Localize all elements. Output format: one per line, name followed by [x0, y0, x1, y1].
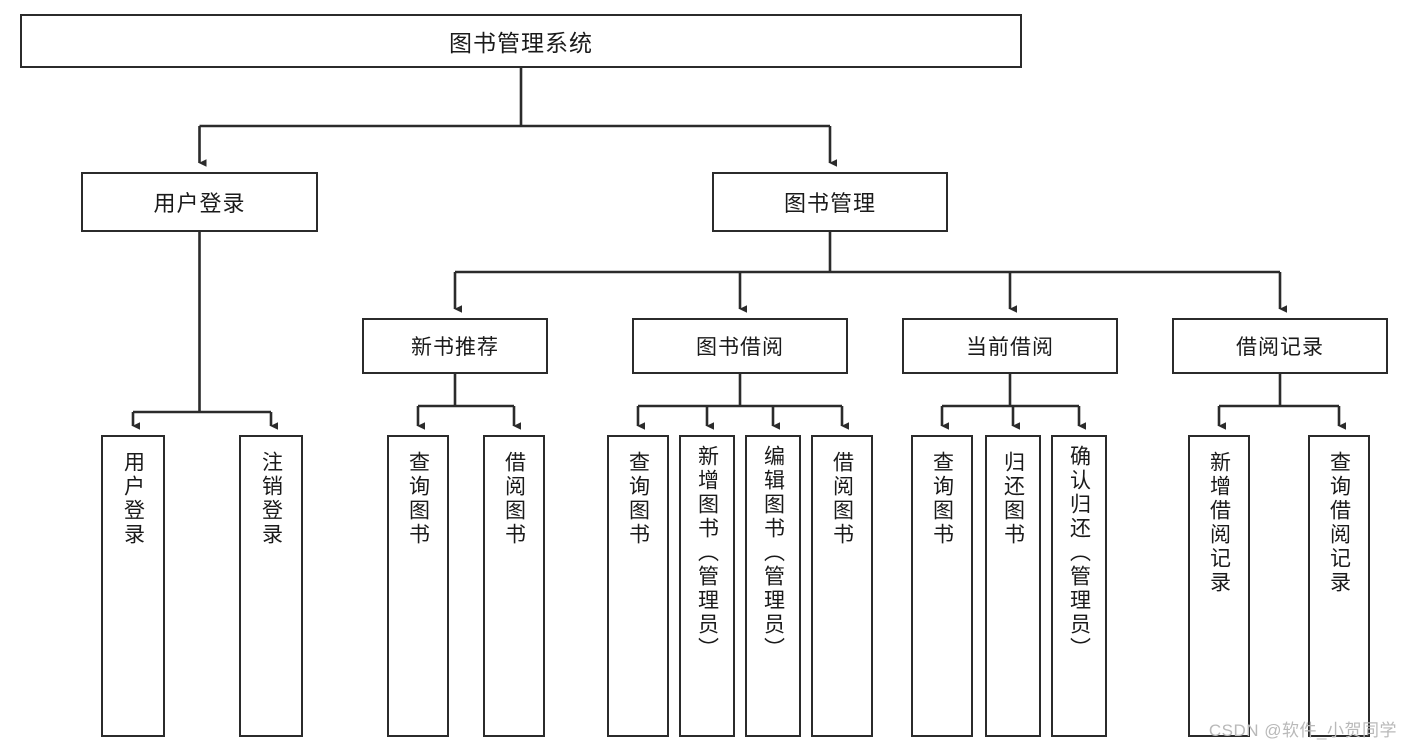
node-level2-1[interactable]: 图书管理 [712, 172, 948, 232]
node-label: 确认归还（管理员） [1067, 445, 1091, 661]
node-label: 用户登录 [121, 451, 145, 547]
node-leaf-0[interactable]: 用户登录 [101, 435, 165, 737]
node-label: 归还图书 [1001, 451, 1025, 547]
node-leaf-2[interactable]: 查询图书 [387, 435, 449, 737]
connector-bus [455, 232, 1280, 274]
node-label: 新增图书（管理员） [695, 445, 719, 661]
node-label: 用户登录 [153, 191, 246, 216]
node-label: 查询图书 [930, 451, 954, 547]
node-level3-3[interactable]: 借阅记录 [1172, 318, 1388, 374]
node-label: 新增借阅记录 [1207, 451, 1231, 595]
connector-bus [638, 374, 842, 408]
node-leaf-5[interactable]: 新增图书（管理员） [679, 435, 735, 737]
node-label: 查询借阅记录 [1327, 451, 1351, 595]
connector-bus [418, 374, 514, 408]
node-label: 借阅记录 [1236, 336, 1324, 359]
node-level3-1[interactable]: 图书借阅 [632, 318, 848, 374]
connector-bus [942, 374, 1079, 408]
node-label: 借阅图书 [502, 451, 526, 547]
node-level3-2[interactable]: 当前借阅 [902, 318, 1118, 374]
node-label: 当前借阅 [966, 336, 1054, 359]
node-label: 新书推荐 [411, 336, 499, 359]
node-label: 图书借阅 [696, 336, 784, 359]
node-label: 查询图书 [626, 451, 650, 547]
connector-bus [133, 232, 271, 414]
node-leaf-6[interactable]: 编辑图书（管理员） [745, 435, 801, 737]
node-leaf-9[interactable]: 归还图书 [985, 435, 1041, 737]
node-leaf-8[interactable]: 查询图书 [911, 435, 973, 737]
node-level3-0[interactable]: 新书推荐 [362, 318, 548, 374]
node-leaf-1[interactable]: 注销登录 [239, 435, 303, 737]
node-level2-0[interactable]: 用户登录 [81, 172, 318, 232]
node-label: 图书管理 [783, 191, 876, 216]
node-leaf-3[interactable]: 借阅图书 [483, 435, 545, 737]
node-label: 图书管理系统 [449, 30, 593, 56]
node-label: 查询图书 [406, 451, 430, 547]
node-leaf-4[interactable]: 查询图书 [607, 435, 669, 737]
node-label: 编辑图书（管理员） [761, 445, 785, 661]
node-leaf-12[interactable]: 查询借阅记录 [1308, 435, 1370, 737]
csdn-watermark: CSDN @软件_小贺同学 [1208, 721, 1397, 740]
node-label: 借阅图书 [830, 451, 854, 547]
node-label: 注销登录 [259, 451, 283, 547]
connector-bus [199, 68, 830, 128]
node-leaf-11[interactable]: 新增借阅记录 [1188, 435, 1250, 737]
node-root[interactable]: 图书管理系统 [20, 14, 1022, 68]
node-leaf-7[interactable]: 借阅图书 [811, 435, 873, 737]
node-leaf-10[interactable]: 确认归还（管理员） [1051, 435, 1107, 737]
connector-bus [1219, 374, 1339, 408]
